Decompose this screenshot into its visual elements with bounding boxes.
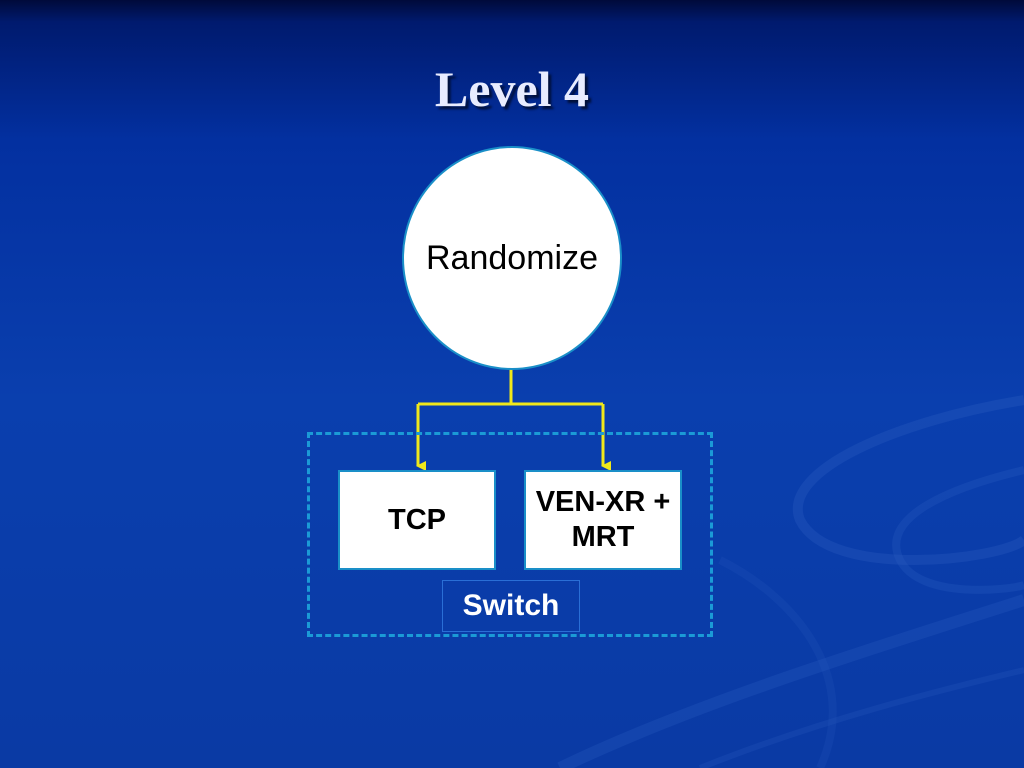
- slide-title: Level 4: [434, 61, 590, 117]
- ven-xr-mrt-node: VEN-XR + MRT: [524, 470, 682, 570]
- randomize-node: Randomize: [402, 146, 622, 370]
- tcp-node: TCP: [338, 470, 496, 570]
- switch-group-box: [307, 432, 713, 637]
- switch-label: Switch: [442, 580, 580, 632]
